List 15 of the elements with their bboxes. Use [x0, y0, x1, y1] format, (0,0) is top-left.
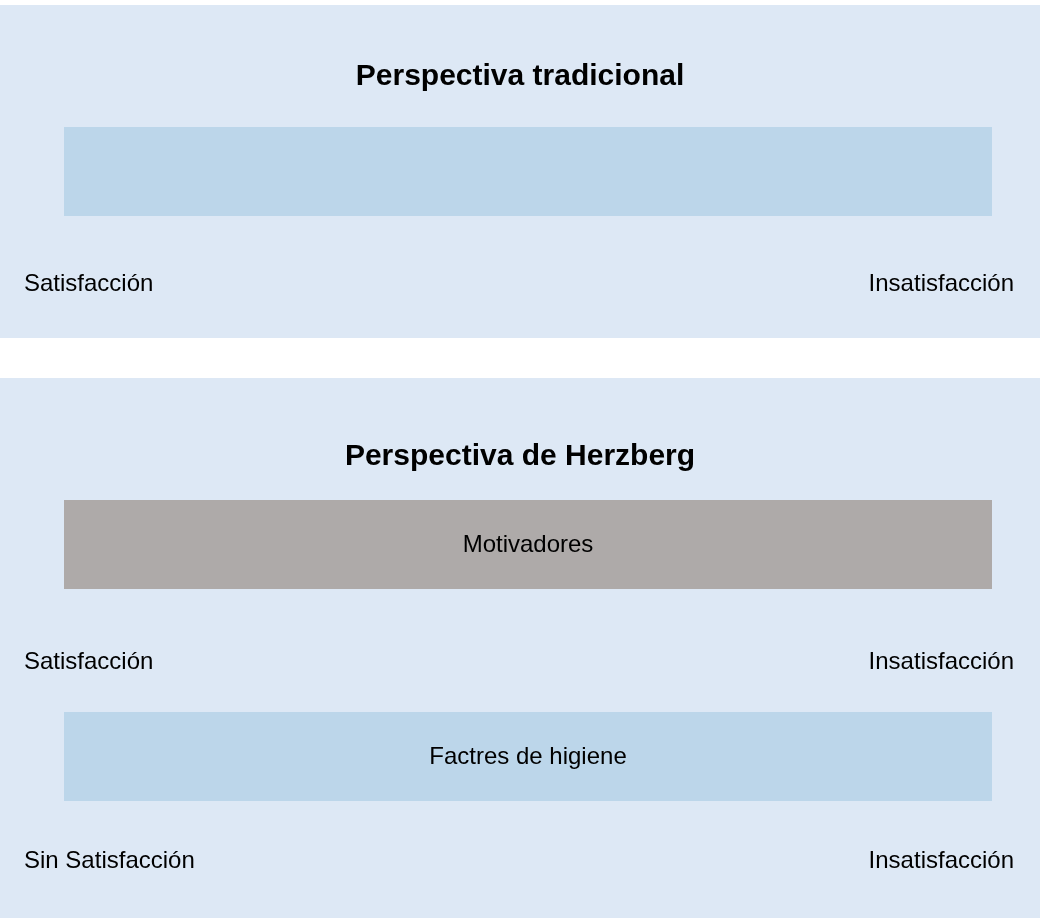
- scale-end-label: Insatisfacción: [868, 845, 1014, 875]
- bar-label: Factres de higiene: [429, 741, 627, 771]
- scale-bar: [64, 712, 992, 801]
- scale-end-label: Sin Satisfacción: [24, 845, 195, 875]
- scale-bar: [64, 500, 992, 589]
- scale-end-label: Satisfacción: [24, 646, 154, 676]
- panel: [0, 5, 1040, 338]
- scale-end-label: Satisfacción: [24, 268, 154, 298]
- scale-end-label: Insatisfacción: [868, 268, 1014, 298]
- panel: [0, 378, 1040, 918]
- scale-bar: [64, 127, 992, 216]
- panel-heading: Perspectiva tradicional: [355, 57, 685, 93]
- scale-end-label: Insatisfacción: [868, 646, 1014, 676]
- panel-heading: Perspectiva de Herzberg: [344, 437, 696, 473]
- bar-label: Motivadores: [462, 529, 594, 559]
